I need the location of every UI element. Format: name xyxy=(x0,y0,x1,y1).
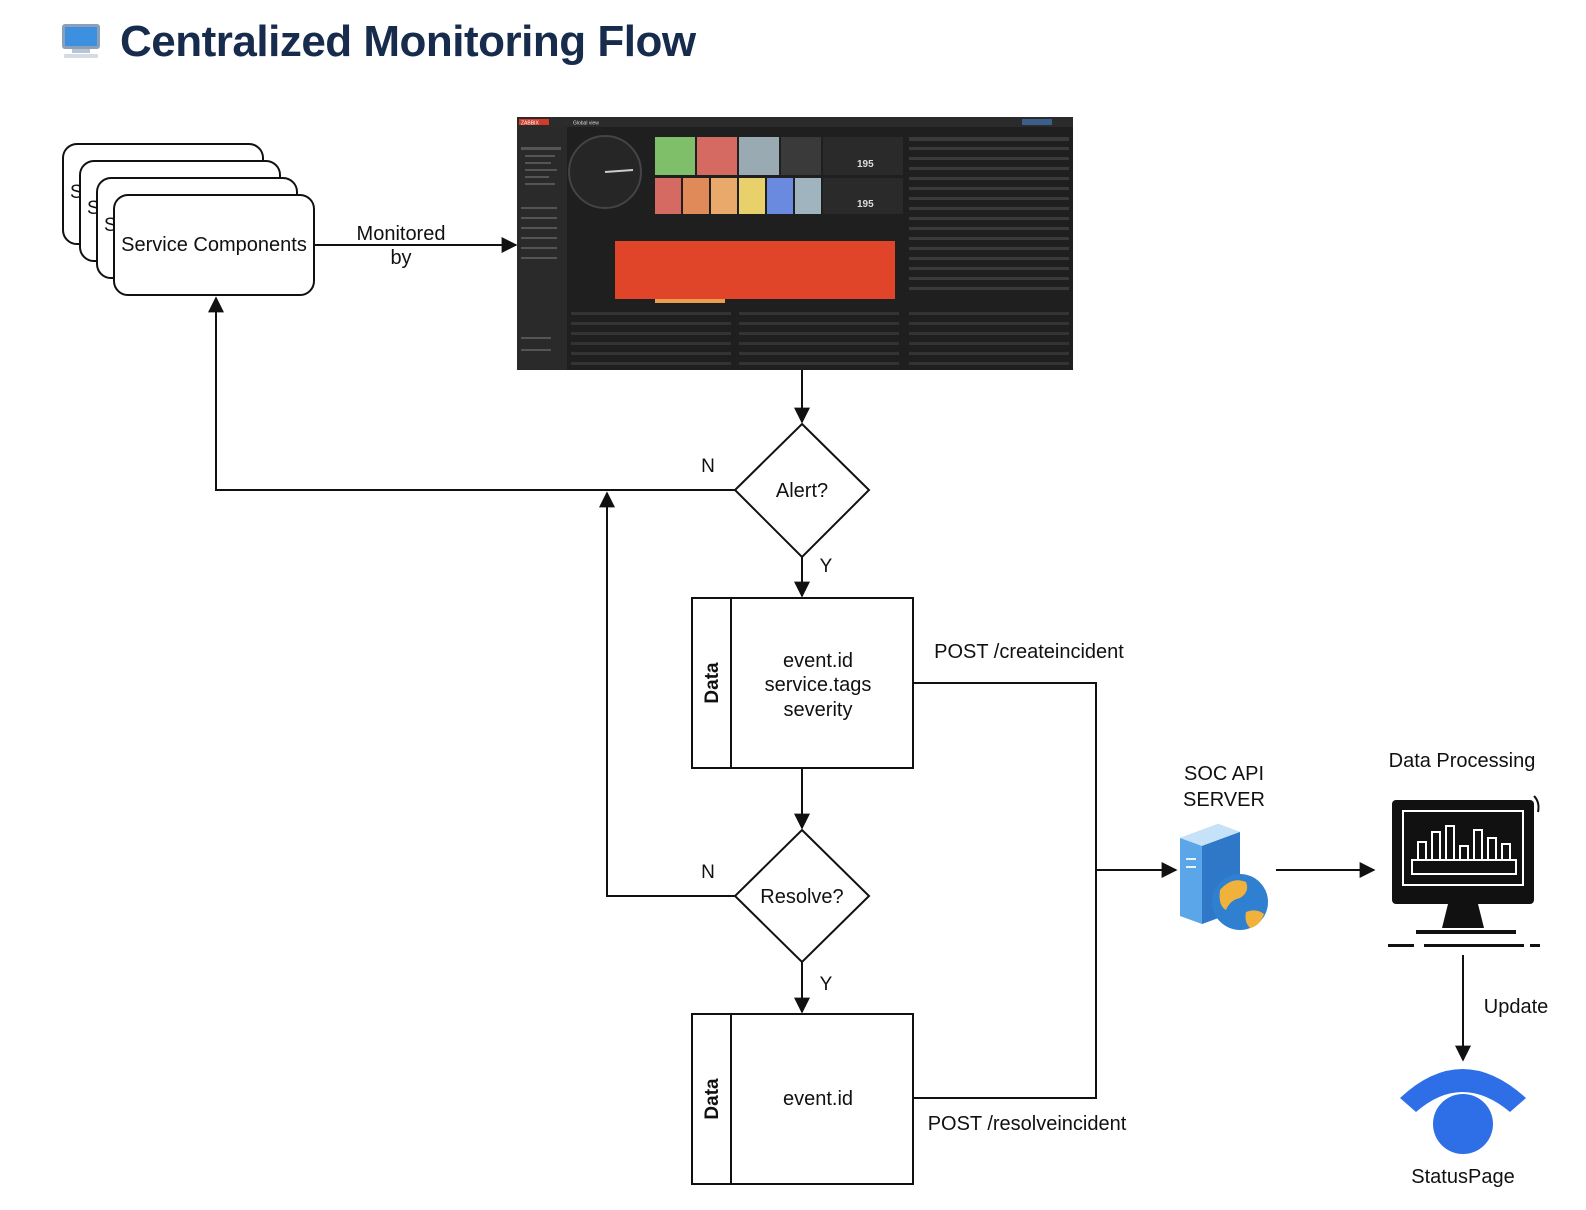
edge-alert-no xyxy=(208,296,735,491)
edge-monitored-by-label-line1: Monitored xyxy=(357,223,446,245)
edge-post-connector xyxy=(913,682,1097,1099)
soc-api-label-line1: SOC API xyxy=(1184,763,1264,785)
service-components-stack: S S S Service Components xyxy=(62,143,315,296)
data-resolve-field-1: event.id xyxy=(783,1088,853,1110)
dashboard-status-tiles xyxy=(655,137,821,214)
alert-label: Alert? xyxy=(776,480,828,502)
data-resolve-box: Data event.id xyxy=(691,1013,914,1185)
soc-api-label-line2: SERVER xyxy=(1183,789,1265,811)
data-create-side-label: Data xyxy=(702,662,723,704)
resolve-label: Resolve? xyxy=(760,886,843,908)
data-create-box: Data event.id service.tags severity xyxy=(691,597,914,769)
dashboard-stat-2: 195 xyxy=(857,199,874,210)
data-processing-label: Data Processing xyxy=(1389,750,1536,772)
alert-no-label: N xyxy=(701,456,715,477)
resolve-no-label: N xyxy=(701,862,715,883)
resolve-yes-label: Y xyxy=(820,974,833,995)
post-create-label: POST /createincident xyxy=(934,641,1124,663)
dashboard-stat-1: 195 xyxy=(857,159,874,170)
data-create-field-2: service.tags xyxy=(765,674,872,696)
edge-resolve-no xyxy=(599,491,735,897)
page-header: Centralized Monitoring Flow xyxy=(60,14,696,70)
alert-yes-label: Y xyxy=(820,556,833,577)
monitor-icon xyxy=(60,19,102,66)
post-resolve-label: POST /resolveincident xyxy=(928,1113,1127,1135)
data-create-field-3: severity xyxy=(784,699,853,721)
edge-monitored-by-label-line2: by xyxy=(390,247,411,269)
dashboard-screenshot: ZABBIX Global view 195 xyxy=(517,117,1073,370)
dashboard-problem-banner xyxy=(615,241,895,299)
server-globe-icon xyxy=(1180,824,1268,930)
edge-update-label: Update xyxy=(1484,996,1549,1018)
statuspage-icon xyxy=(1400,1069,1526,1154)
page-title: Centralized Monitoring Flow xyxy=(120,17,696,66)
data-create-field-1: event.id xyxy=(783,650,853,672)
data-resolve-side-label: Data xyxy=(702,1078,723,1120)
statuspage-label: StatusPage xyxy=(1411,1166,1514,1188)
service-components-label: Service Components xyxy=(121,234,307,256)
monitor-chart-icon xyxy=(1388,795,1540,947)
dashboard-logo: ZABBIX xyxy=(521,121,539,127)
dashboard-view-title: Global view xyxy=(573,121,599,127)
